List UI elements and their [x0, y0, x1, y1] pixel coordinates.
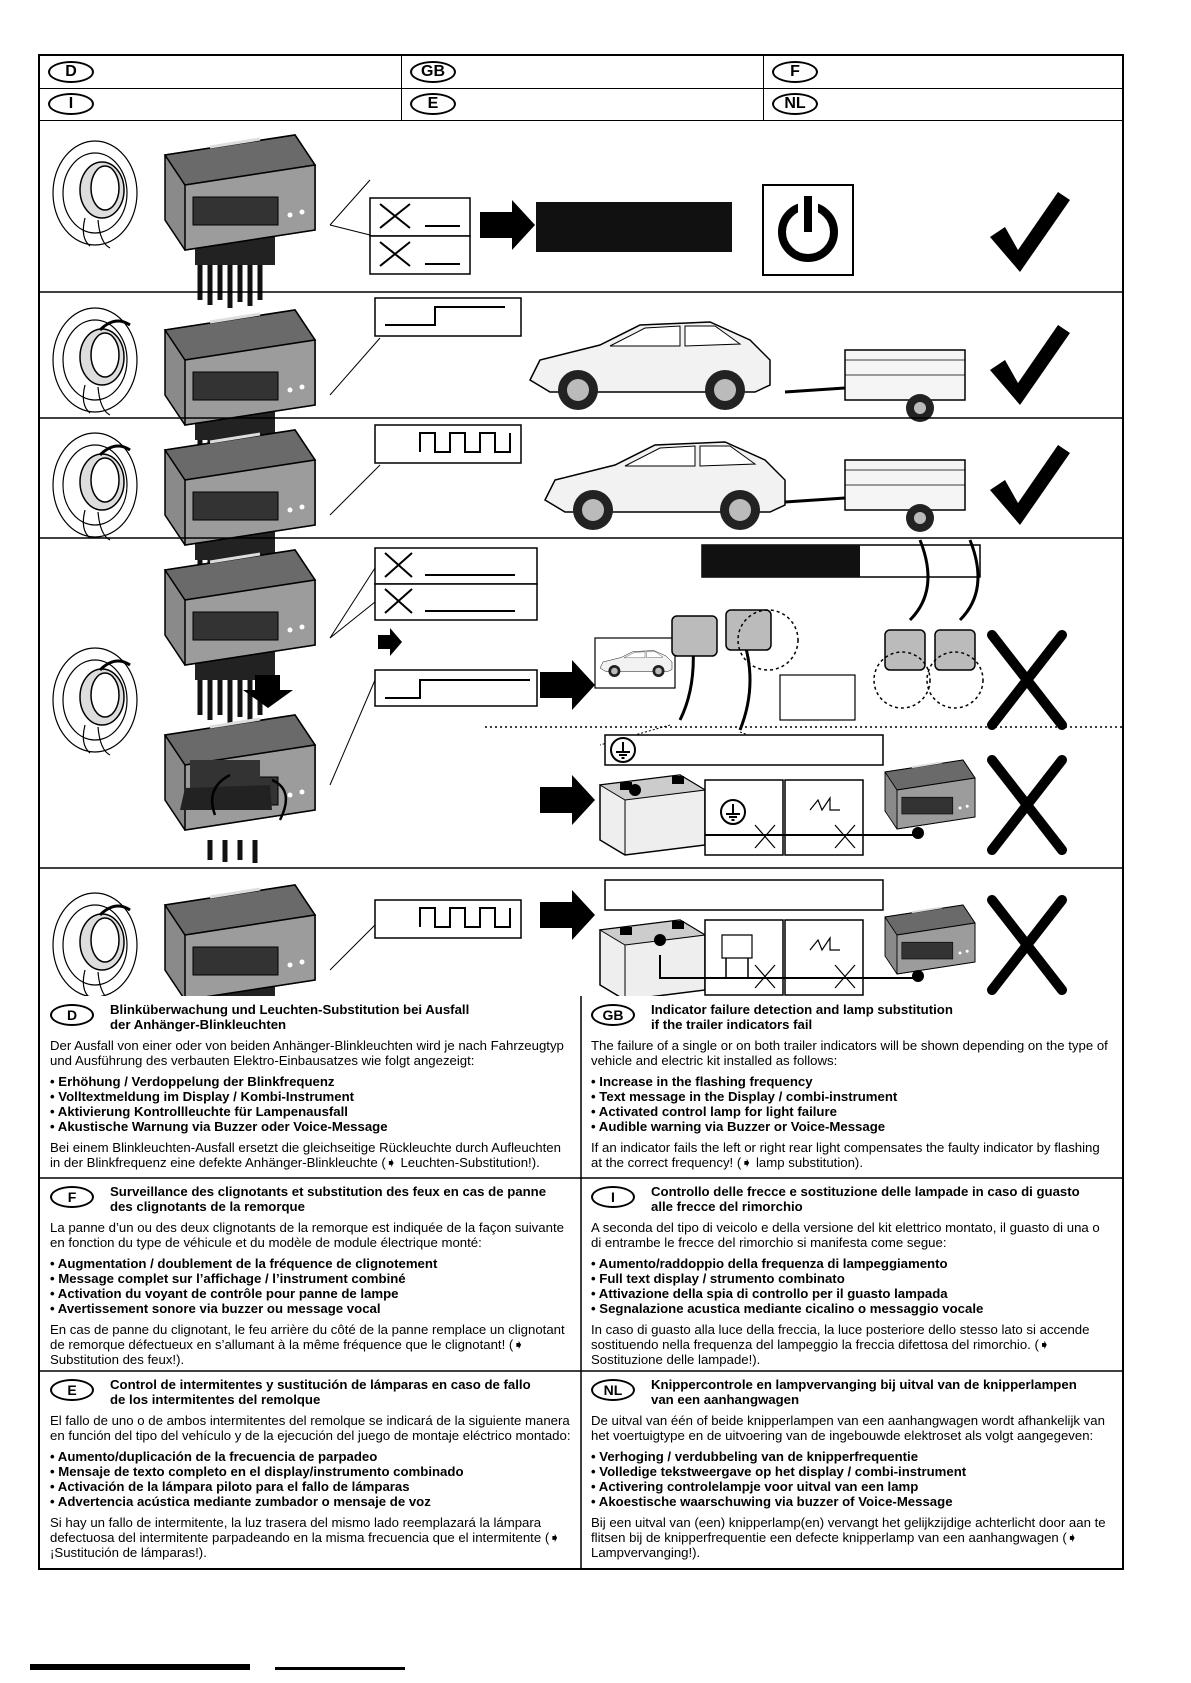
section-title-e-line-2: de los intermitentes del remolque	[110, 1392, 321, 1407]
header-cell-nl: NL	[764, 88, 1124, 120]
section-bullets-gb: Increase in the flashing frequency Text …	[591, 1074, 1112, 1134]
section-footer-d: Bei einem Blinkleuchten-Ausfall ersetzt …	[50, 1140, 561, 1170]
instruction-text-grid: D Blinküberwachung und Leuchten-Substitu…	[40, 996, 1122, 1570]
bullet-item: Attivazione della spia di controllo per …	[591, 1286, 1112, 1301]
footer-rule-barcode	[275, 1667, 405, 1670]
section-intro-f: La panne d’un ou des deux clignotants de…	[50, 1220, 564, 1250]
section-e: E Control de intermitentes y sustitución…	[40, 1371, 581, 1570]
section-intro-gb: The failure of a single or on both trail…	[591, 1038, 1108, 1068]
section-title-gb-line-2: if the trailer indicators fail	[651, 1017, 813, 1032]
lang-badge-e: E	[410, 93, 456, 115]
header-cell-i: I	[40, 88, 402, 120]
section-f: F Surveillance des clignotants et substi…	[40, 1178, 581, 1371]
section-footer-i: In caso di guasto alla luce della frecci…	[591, 1322, 1090, 1367]
section-title-d-line-1: Blinküberwachung und Leuchten-Substituti…	[110, 1002, 470, 1017]
bullet-item: Erhöhung / Verdoppelung der Blinkfrequen…	[50, 1074, 571, 1089]
section-bullets-nl: Verhoging / verdubbeling van de knipperf…	[591, 1449, 1112, 1509]
bullet-item: Increase in the flashing frequency	[591, 1074, 1112, 1089]
bullet-item: Aumento/raddoppio della frequenza di lam…	[591, 1256, 1112, 1271]
header-cell-gb: GB	[402, 56, 764, 88]
header-cell-d: D	[40, 56, 402, 88]
lang-badge-i: I	[48, 93, 94, 115]
lang-badge-nl: NL	[772, 93, 818, 115]
bullet-item: Verhoging / verdubbeling van de knipperf…	[591, 1449, 1112, 1464]
panel-flashing-failure	[52, 879, 1062, 996]
section-title-f-line-1: Surveillance des clignotants et substitu…	[110, 1184, 547, 1199]
footer-rule-left	[30, 1664, 250, 1670]
lang-badge-d: D	[48, 61, 94, 83]
section-footer-e: Si hay un fallo de intermitente, la luz …	[50, 1515, 561, 1560]
section-title-d-line-2: der Anhänger-Blinkleuchten	[110, 1017, 287, 1032]
section-bullets-d: Erhöhung / Verdoppelung der Blinkfrequen…	[50, 1074, 571, 1134]
bullet-item: Advertencia acústica mediante zumbador o…	[50, 1494, 571, 1509]
section-title-i-line-2: alle frecce del rimorchio	[651, 1199, 803, 1214]
section-title-gb-line-1: Indicator failure detection and lamp sub…	[651, 1002, 953, 1017]
bullet-item: Segnalazione acustica mediante cicalino …	[591, 1301, 1112, 1316]
bullet-item: Activation du voyant de contrôle pour pa…	[50, 1286, 571, 1301]
panel-steady-signal	[40, 297, 1122, 483]
section-footer-nl: Bij een uitval van (een) knipperlamp(en)…	[591, 1515, 1106, 1560]
section-title-e-line-1: Control de intermitentes y sustitución d…	[110, 1377, 531, 1392]
section-badge-i: I	[591, 1186, 635, 1208]
section-bullets-i: Aumento/raddoppio della frequenza di lam…	[591, 1256, 1112, 1316]
illustration-panels	[40, 133, 1122, 996]
section-title-nl-line-2: van een aanhangwagen	[651, 1392, 800, 1407]
section-title-f-line-2: des clignotants de la remorque	[110, 1199, 305, 1214]
bullet-item: Audible warning via Buzzer or Voice-Mess…	[591, 1119, 1112, 1134]
bullet-item: Volledige tekstweergave op het display /…	[591, 1464, 1112, 1479]
bullet-item: Augmentation / doublement de la fréquenc…	[50, 1256, 571, 1271]
bullet-item: Aumento/duplicación de la frecuencia de …	[50, 1449, 571, 1464]
section-footer-gb: If an indicator fails the left or right …	[591, 1140, 1100, 1170]
bullet-item: Activación de la lámpara piloto para el …	[50, 1479, 571, 1494]
bullet-item: Activated control lamp for light failure	[591, 1104, 1112, 1119]
section-intro-e: El fallo de uno o de ambos intermitentes…	[50, 1413, 571, 1443]
section-title-i-line-1: Controllo delle frecce e sostituzione de…	[651, 1184, 1080, 1199]
section-badge-f: F	[50, 1186, 94, 1208]
lang-badge-f: F	[772, 61, 818, 83]
bullet-item: Message complet sur l’affichage / l’inst…	[50, 1271, 571, 1286]
section-i: I Controllo delle frecce e sostituzione …	[581, 1178, 1122, 1371]
bullet-item: Text message in the Display / combi-inst…	[591, 1089, 1112, 1104]
section-badge-gb: GB	[591, 1004, 635, 1026]
section-gb: GB Indicator failure detection and lamp …	[581, 996, 1122, 1178]
section-nl: NL Knippercontrole en lampvervanging bij…	[581, 1371, 1122, 1570]
bullet-item: Full text display / strumento combinato	[591, 1271, 1112, 1286]
page-frame: D GB F I E NL	[38, 54, 1124, 1570]
header-cell-e: E	[402, 88, 764, 120]
section-intro-nl: De uitval van één of beide knipperlampen…	[591, 1413, 1105, 1443]
section-badge-e: E	[50, 1379, 94, 1401]
section-bullets-e: Aumento/duplicación de la frecuencia de …	[50, 1449, 571, 1509]
panel-flashing-signal	[40, 424, 1122, 603]
section-badge-d: D	[50, 1004, 94, 1026]
bullet-item: Akoestische waarschuwing via buzzer of V…	[591, 1494, 1112, 1509]
panel-lamp-failure	[40, 539, 1122, 869]
bullet-item: Avertissement sonore via buzzer ou messa…	[50, 1301, 571, 1316]
bullet-item: Akustische Warnung via Buzzer oder Voice…	[50, 1119, 571, 1134]
bullet-item: Activering controlelampje voor uitval va…	[591, 1479, 1112, 1494]
bullet-item: Mensaje de texto completo en el display/…	[50, 1464, 571, 1479]
bullet-item: Volltextmeldung im Display / Kombi-Instr…	[50, 1089, 571, 1104]
language-header-row-1: D GB F	[40, 56, 1122, 89]
section-title-nl-line-1: Knippercontrole en lampvervanging bij ui…	[651, 1377, 1077, 1392]
section-bullets-f: Augmentation / doublement de la fréquenc…	[50, 1256, 571, 1316]
lang-badge-gb: GB	[410, 61, 456, 83]
panel-ignition-off	[40, 133, 1122, 308]
section-intro-d: Der Ausfall von einer oder von beiden An…	[50, 1038, 564, 1068]
section-d: D Blinküberwachung und Leuchten-Substitu…	[40, 996, 581, 1178]
language-header-row-2: I E NL	[40, 88, 1122, 121]
section-badge-nl: NL	[591, 1379, 635, 1401]
section-footer-f: En cas de panne du clignotant, le feu ar…	[50, 1322, 565, 1367]
header-cell-f: F	[764, 56, 1124, 88]
bullet-item: Aktivierung Kontrollleuchte für Lampenau…	[50, 1104, 571, 1119]
section-intro-i: A seconda del tipo di veicolo e della ve…	[591, 1220, 1100, 1250]
